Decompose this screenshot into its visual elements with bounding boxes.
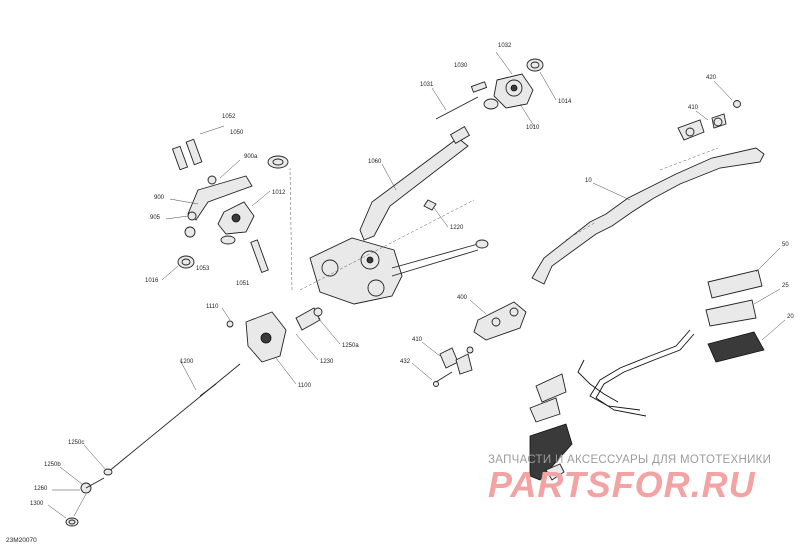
leader-lines <box>47 71 786 519</box>
callout-1010: 1010 <box>526 125 540 131</box>
grips-and-wiring <box>529 269 765 481</box>
callout-1300: 1300 <box>30 501 44 507</box>
callout-1016: 1016 <box>145 278 159 284</box>
steering-column <box>289 126 489 305</box>
upper-bracket-group <box>171 125 289 273</box>
callout-labels: 1032 1030 1031 1014 1010 420 410 10 1052… <box>30 43 794 507</box>
callout-400: 400 <box>457 295 468 301</box>
callout-1250c: 1250c <box>68 440 84 446</box>
callout-1110: 1110 <box>206 304 219 310</box>
callout-432: 432 <box>400 359 411 365</box>
callout-1230: 1230 <box>320 359 334 365</box>
callout-1051: 1051 <box>236 281 250 287</box>
callout-20: 20 <box>787 314 794 320</box>
callout-50: 50 <box>782 242 789 248</box>
callout-1100: 1100 <box>298 383 312 389</box>
callout-1014: 1014 <box>558 99 572 105</box>
callout-900a: 900a <box>244 154 258 160</box>
callout-1250b: 1250b <box>44 462 61 468</box>
callout-1052: 1052 <box>222 114 236 120</box>
watermark-logo: PARTSFOR.RU <box>488 464 756 505</box>
callout-1250a: 1250a <box>342 343 359 349</box>
callout-410-top: 410 <box>688 105 699 111</box>
lower-clamp-group <box>433 301 527 387</box>
steering-shaft-group <box>65 307 323 527</box>
callout-1032: 1032 <box>498 43 512 49</box>
callout-1050: 1050 <box>230 130 244 136</box>
callout-1220: 1220 <box>450 225 464 231</box>
handlebar <box>531 100 765 285</box>
handlebar-clamp-assembly <box>431 51 544 120</box>
callout-1031: 1031 <box>420 82 434 88</box>
callout-1060: 1060 <box>368 159 382 165</box>
callout-1260: 1260 <box>34 486 48 492</box>
callout-905: 905 <box>150 215 161 221</box>
callout-420-top: 420 <box>706 75 717 81</box>
callout-1200: 1200 <box>180 359 194 365</box>
callout-10: 10 <box>585 178 592 184</box>
document-code: 23M20070 <box>6 537 37 544</box>
callout-25: 25 <box>782 283 789 289</box>
callout-1012: 1012 <box>272 190 286 196</box>
callout-900: 900 <box>154 195 165 201</box>
callout-1053: 1053 <box>196 266 210 272</box>
callout-1030: 1030 <box>454 63 468 69</box>
callout-410-bottom: 410 <box>412 337 423 343</box>
watermark-tagline: ЗАПЧАСТИ И АКСЕССУАРЫ ДЛЯ МОТОТЕХНИКИ <box>488 454 772 466</box>
